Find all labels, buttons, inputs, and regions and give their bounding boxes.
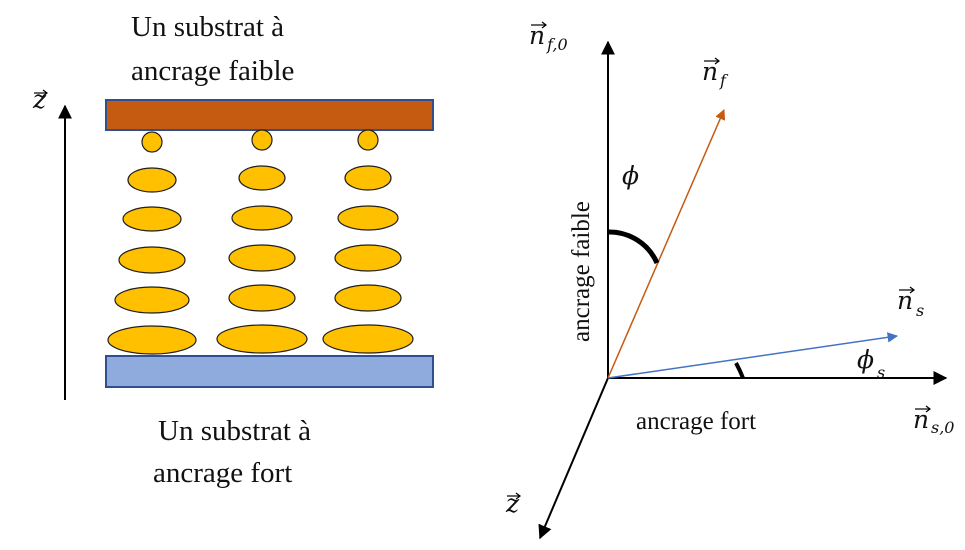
molecule bbox=[107, 325, 197, 355]
molecule bbox=[337, 205, 399, 231]
molecule bbox=[141, 131, 163, 153]
bottom-substrate-label-line1: Un substrat à bbox=[158, 415, 311, 447]
molecule bbox=[238, 165, 286, 191]
weak-anchoring-label: ancrage faible bbox=[568, 201, 595, 342]
ns0-axis-label-sub: s,0 bbox=[931, 418, 954, 437]
molecule bbox=[122, 206, 182, 232]
phi-s-label-base: ϕ bbox=[857, 345, 874, 374]
nf0-vector-tip bbox=[541, 21, 547, 29]
molecule bbox=[251, 129, 273, 151]
left-z-axis-label: z bbox=[32, 85, 47, 114]
nf-vector-arrow bbox=[607, 109, 726, 379]
bottom-substrate bbox=[105, 355, 434, 388]
molecule bbox=[334, 244, 402, 272]
ns-vector-arrow bbox=[607, 332, 899, 379]
molecule bbox=[118, 246, 186, 274]
ns-vector-tip bbox=[909, 286, 915, 294]
molecule bbox=[357, 129, 379, 151]
molecule bbox=[322, 324, 414, 354]
nf-vector-label-sub: f bbox=[719, 71, 729, 90]
molecule bbox=[216, 324, 308, 354]
bottom-substrate-label-line2: ancrage fort bbox=[153, 457, 292, 489]
molecule bbox=[344, 165, 392, 191]
molecule bbox=[334, 284, 402, 312]
phi-s-angle-arc bbox=[734, 362, 745, 379]
nf0-axis-label-base: n bbox=[529, 21, 545, 50]
ns0-axis-label-base: n bbox=[913, 405, 929, 434]
left-z-vector-tip bbox=[42, 89, 48, 97]
molecule bbox=[127, 167, 177, 193]
phi-angle-arc bbox=[607, 229, 660, 265]
molecule bbox=[228, 284, 296, 312]
nf-vector-tip bbox=[714, 57, 720, 65]
top-substrate-label-line1: Un substrat à bbox=[131, 11, 284, 43]
ns-vector-label-sub: s bbox=[916, 301, 924, 320]
depth-z-vector-tip bbox=[515, 492, 521, 500]
depth-z-axis-label: z bbox=[505, 489, 520, 518]
molecule bbox=[228, 244, 296, 272]
molecule bbox=[114, 286, 190, 314]
molecule bbox=[231, 205, 293, 231]
nf0-axis-label-sub: f,0 bbox=[546, 35, 568, 54]
top-substrate bbox=[105, 99, 434, 131]
ns0-vector-tip bbox=[925, 405, 931, 413]
phi-s-label-sub: s bbox=[877, 363, 885, 382]
ns-vector-label-base: n bbox=[897, 286, 913, 315]
strong-anchoring-label: ancrage fort bbox=[636, 408, 756, 435]
top-substrate-label-line2: ancrage faible bbox=[131, 55, 294, 87]
phi-label: ϕ bbox=[622, 161, 639, 190]
depth-z-axis-arrow bbox=[538, 377, 609, 540]
nf-vector-label-base: n bbox=[702, 57, 718, 86]
